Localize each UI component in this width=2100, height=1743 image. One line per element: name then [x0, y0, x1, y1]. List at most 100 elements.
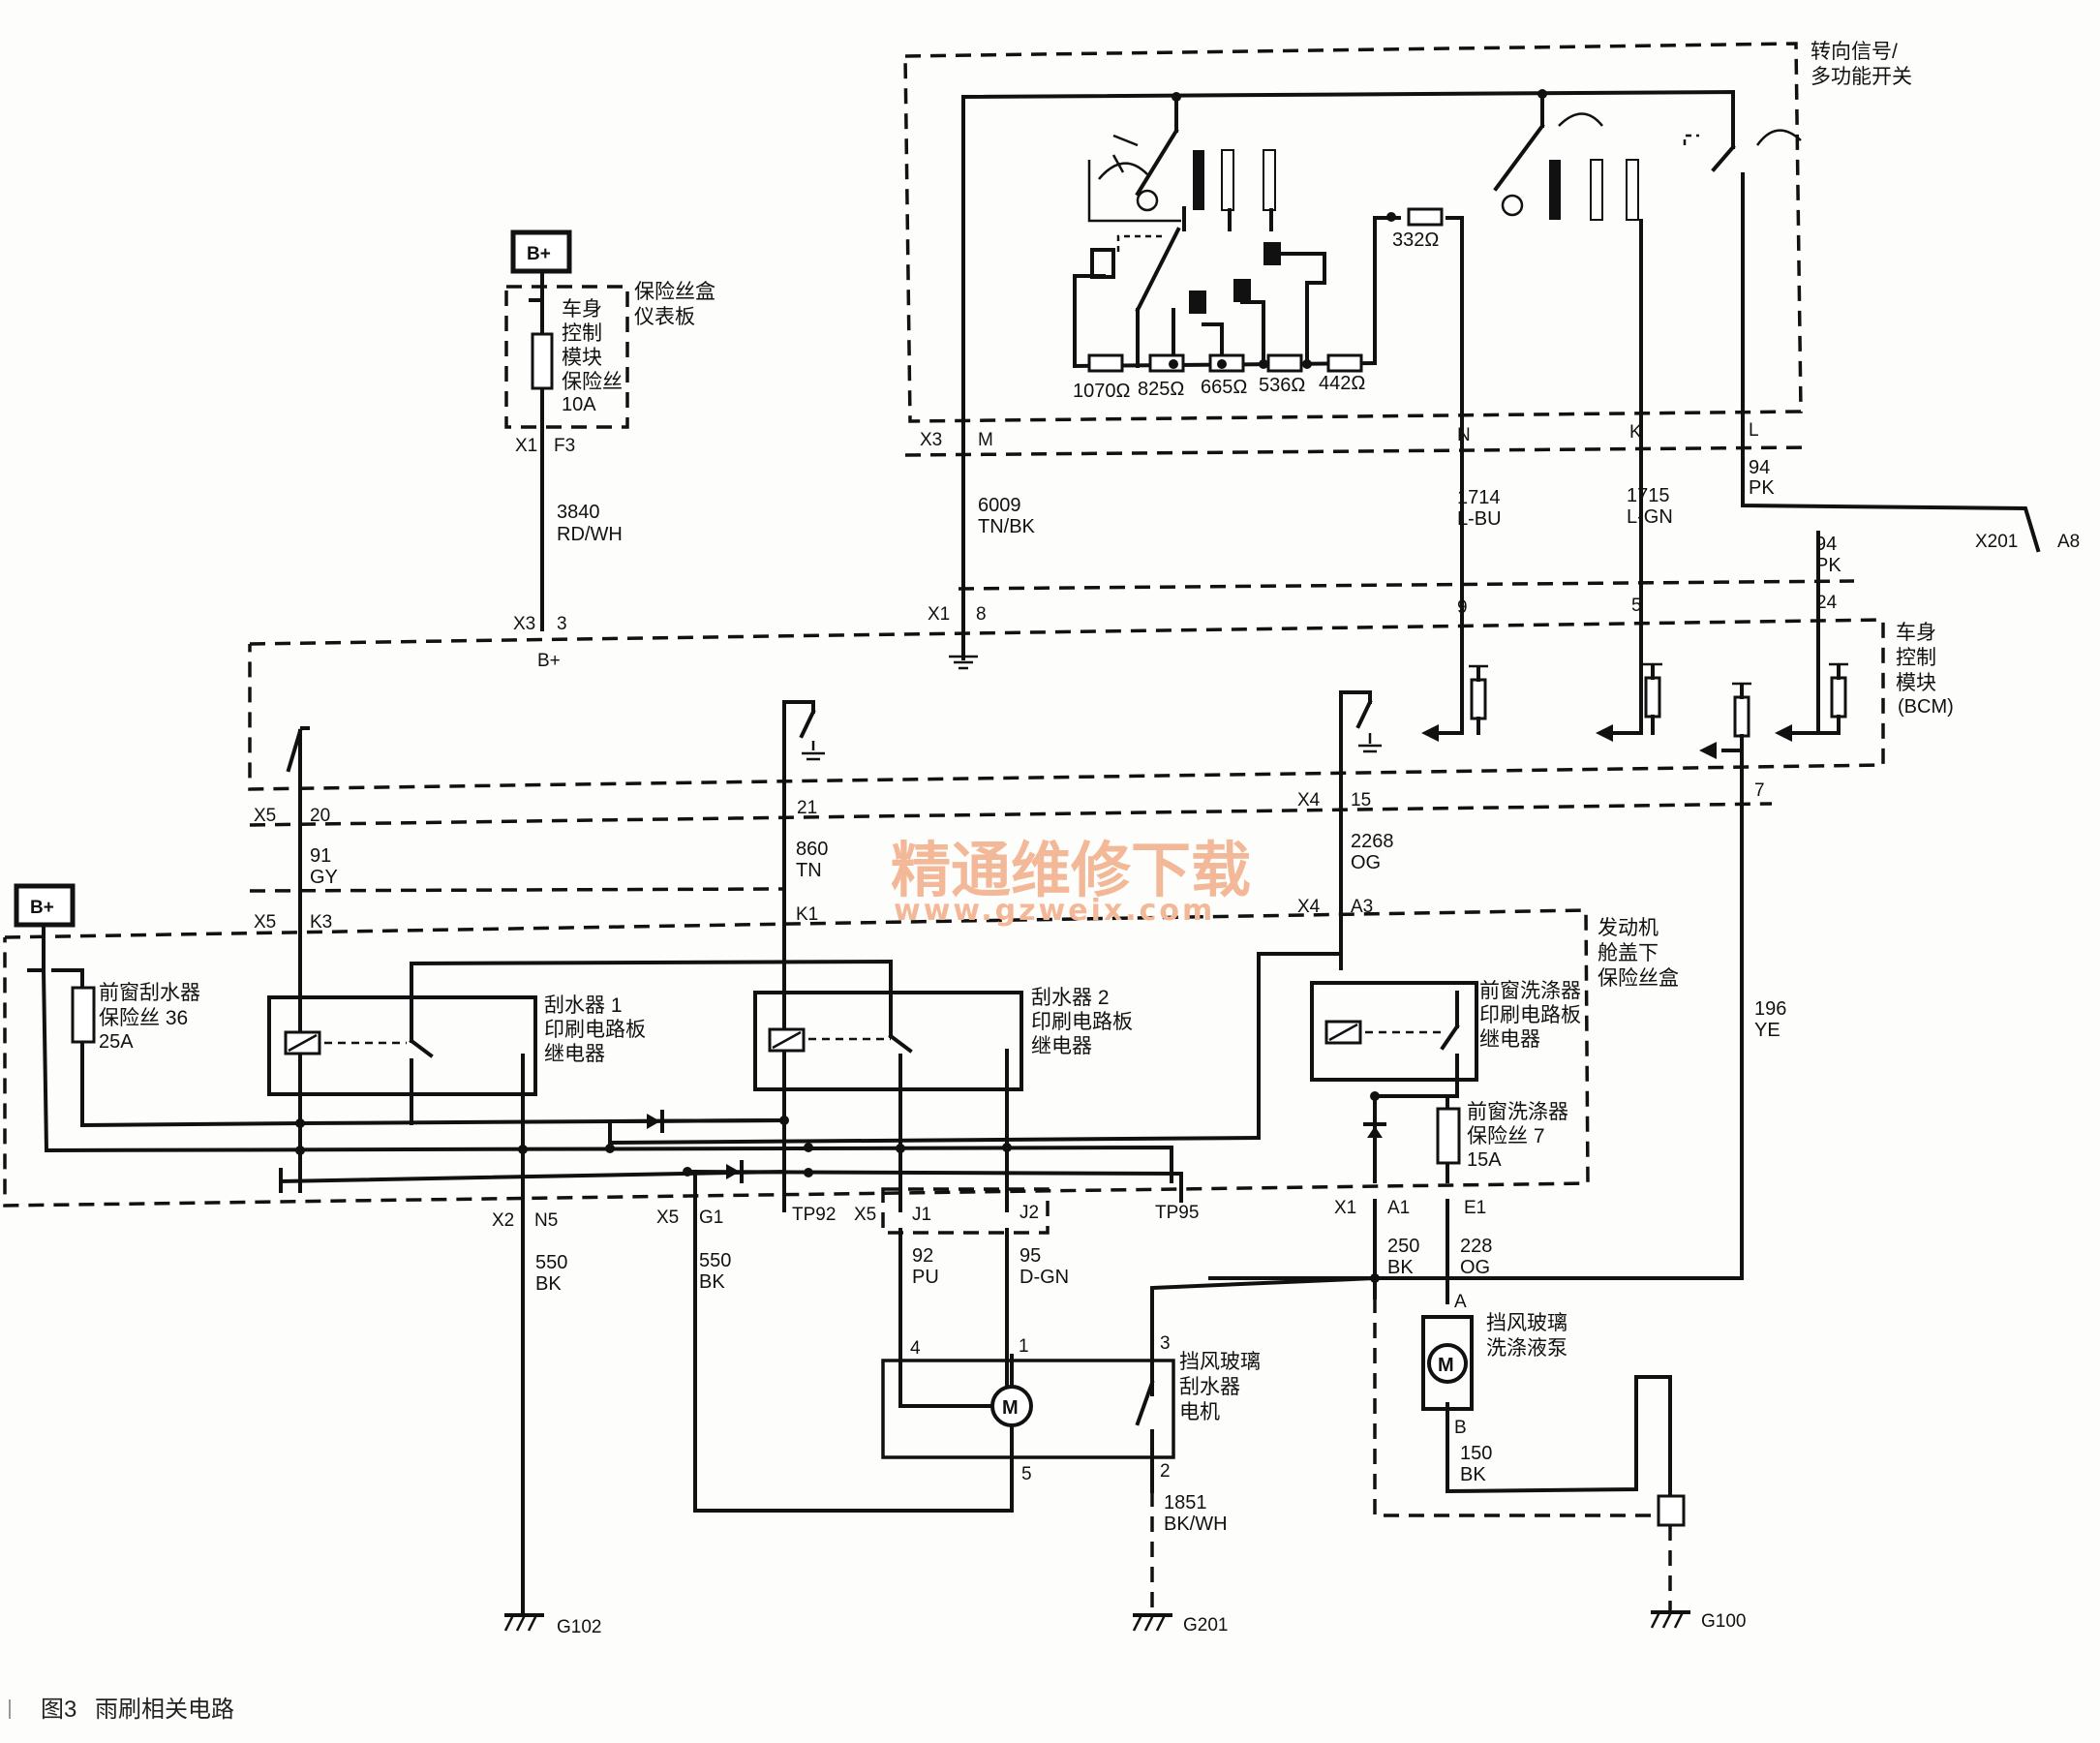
- relay2-label: 印刷电路板: [1031, 1011, 1133, 1033]
- wire-number: 95: [1020, 1245, 1041, 1267]
- resistor-label: 665Ω: [1201, 377, 1247, 398]
- watermark-text: 精通维修下载: [891, 835, 1251, 905]
- figure-caption: 雨刷相关电路: [95, 1697, 234, 1723]
- motor-symbol: M: [1002, 1397, 1019, 1419]
- wire-color: PK: [1749, 477, 1775, 499]
- pin-label: J2: [1020, 1203, 1039, 1223]
- pin-label: F3: [554, 436, 575, 456]
- pin-label: M: [978, 430, 993, 450]
- wire-color: D-GN: [1020, 1267, 1069, 1288]
- ip-fuse-box-title: 保险丝盒: [634, 281, 715, 303]
- pin-label: A8: [2057, 532, 2080, 552]
- test-point-label: TP95: [1155, 1203, 1199, 1223]
- resistor-label: 825Ω: [1138, 379, 1184, 400]
- washer-fuse-label: 保险丝 7: [1467, 1125, 1545, 1147]
- switch-title: 多功能开关: [1811, 66, 1912, 88]
- test-point-label: TP92: [792, 1205, 836, 1225]
- wiper-fuse-label: 保险丝 36: [99, 1007, 188, 1029]
- wire-number: 550: [535, 1252, 567, 1273]
- wire-number: 228: [1460, 1236, 1492, 1257]
- bcm-title: 车身: [1896, 622, 1936, 644]
- relay2-label: 刮水器 2: [1031, 987, 1110, 1009]
- wire-number: 6009: [978, 495, 1021, 516]
- pin-label: N5: [534, 1210, 558, 1231]
- pin-label: 3: [557, 614, 567, 634]
- washer-pump-label: 洗涤液泵: [1486, 1337, 1567, 1360]
- motor-pin: 2: [1160, 1461, 1171, 1482]
- ip-fuse-rating: 10A: [562, 394, 596, 415]
- resistor-label: 442Ω: [1319, 373, 1365, 394]
- wire-color: L-GN: [1627, 506, 1673, 528]
- connector-label: X5: [254, 806, 276, 826]
- pin-label: K: [1629, 422, 1642, 443]
- wire-color: BK: [1387, 1257, 1414, 1278]
- relay3-label: 继电器: [1479, 1028, 1540, 1051]
- pin-label: G1: [699, 1208, 723, 1228]
- wire-number: 550: [699, 1250, 731, 1271]
- wire-number: 91: [310, 845, 331, 867]
- multifunction-switch-internals: [961, 89, 1802, 428]
- wire-color: PU: [912, 1267, 939, 1288]
- wire-color: OG: [1460, 1257, 1490, 1278]
- wire-number: 94: [1749, 457, 1770, 478]
- b-plus-top: B+: [510, 229, 572, 274]
- figure-number: 图3: [41, 1697, 76, 1723]
- wire-color: BK: [699, 1271, 725, 1293]
- ip-fuse-label: 模块: [562, 347, 602, 369]
- pin-label: 24: [1816, 593, 1838, 613]
- pin-label: 21: [797, 798, 817, 818]
- wire-number: 250: [1387, 1236, 1419, 1257]
- pin-label: E1: [1464, 1198, 1486, 1218]
- connector-label: X1: [515, 436, 537, 456]
- washer-pump-label: 挡风玻璃: [1486, 1312, 1567, 1334]
- motor-pin: 3: [1160, 1333, 1171, 1354]
- connector-label: X3: [920, 430, 942, 450]
- enclosure-outlines: [3, 42, 1885, 1612]
- ground-g100-icon: [1650, 1610, 1690, 1629]
- wire-number: 1851: [1164, 1492, 1207, 1514]
- bcm-title: 控制: [1896, 647, 1936, 669]
- b-plus-label: B+: [537, 651, 561, 671]
- connector-label: X3: [513, 614, 535, 634]
- wire-color: L-BU: [1457, 508, 1502, 530]
- underhood-box-title: 发动机: [1598, 917, 1659, 939]
- pin-label: 15: [1351, 790, 1371, 810]
- wire-color: TN/BK: [978, 516, 1036, 537]
- ip-fuse-box-title: 仪表板: [634, 306, 695, 328]
- wire-number: 94: [1815, 534, 1837, 555]
- wire-number: 196: [1754, 998, 1786, 1020]
- wire-color: OG: [1351, 852, 1381, 873]
- wiper-fuse-rating: 25A: [99, 1031, 134, 1053]
- relay2-label: 继电器: [1031, 1035, 1092, 1057]
- relay1-label: 刮水器 1: [544, 994, 623, 1017]
- wiper-motor-label: 刮水器: [1179, 1376, 1240, 1398]
- ground-g102-icon: [503, 1586, 544, 1632]
- b-plus-left: B+: [14, 883, 76, 928]
- pin-label: N: [1457, 425, 1471, 445]
- wire-color: GY: [310, 867, 338, 888]
- pin-label: K1: [796, 904, 818, 925]
- connector-label: X5: [254, 912, 276, 933]
- ground-label: G100: [1701, 1611, 1746, 1632]
- wire-color: RD/WH: [557, 524, 623, 545]
- wire-color: BK: [535, 1273, 562, 1295]
- wire-number: 2268: [1351, 831, 1394, 852]
- pump-motor-symbol: M: [1438, 1355, 1454, 1376]
- watermark-url: www.gzweix.com: [894, 894, 1215, 928]
- connector-label: X5: [854, 1205, 876, 1225]
- wire-number: 3840: [557, 502, 600, 523]
- bcm-title: 模块: [1896, 672, 1936, 694]
- switch-output-wires: [949, 424, 2041, 735]
- resistor-label: 1070Ω: [1073, 381, 1130, 402]
- pin-label: J1: [912, 1205, 931, 1225]
- pin-label: A1: [1387, 1198, 1410, 1218]
- relay3-label: 前窗洗涤器: [1479, 980, 1581, 1002]
- wiper-fuse-label: 前窗刮水器: [99, 982, 200, 1004]
- relay3-label: 印刷电路板: [1479, 1004, 1581, 1026]
- connector-label: X4: [1297, 790, 1321, 810]
- ip-fuse-label: 控制: [562, 322, 602, 345]
- svg-text:B+: B+: [527, 244, 551, 264]
- motor-pin: 4: [910, 1338, 921, 1359]
